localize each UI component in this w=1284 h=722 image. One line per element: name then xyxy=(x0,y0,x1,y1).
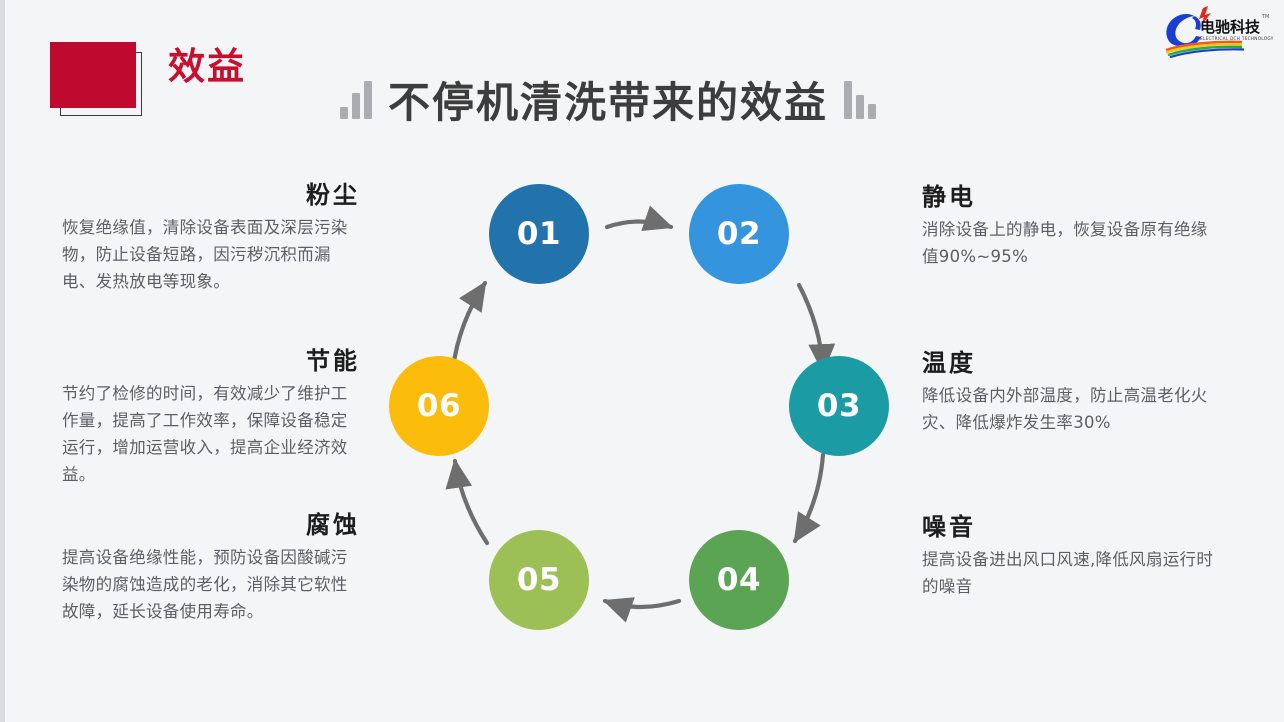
arrow-02-to-03 xyxy=(796,282,836,374)
block-corrosion-title: 腐蚀 xyxy=(306,511,360,539)
svg-text:ELECTRICAL DCH TECHNOLOGY: ELECTRICAL DCH TECHNOLOGY xyxy=(1200,36,1274,41)
block-corrosion-body: 提高设备绝缘性能，预防设备因酸碱污染物的腐蚀造成的老化，消除其它软性故障，延长设… xyxy=(62,548,348,621)
cycle-node-01-label: 01 xyxy=(516,216,562,252)
block-energy-title: 节能 xyxy=(306,347,360,375)
company-logo: 电驰科技 ELECTRICAL DCH TECHNOLOGY TM xyxy=(1156,4,1276,59)
block-static: 静电 消除设备上的静电，恢复设备原有绝缘值90%~95% xyxy=(922,184,1220,271)
eyebrow-badge: 效益 xyxy=(46,38,276,116)
block-energy: 节能 节约了检修的时间，有效减少了维护工作量，提高了工作效率，保障设备稳定运行，… xyxy=(62,348,360,488)
cycle-node-03-label: 03 xyxy=(816,388,862,424)
filled-square-decoration xyxy=(50,42,136,108)
cycle-node-01[interactable]: 01 xyxy=(489,184,589,284)
bar-chart-decor-left-icon xyxy=(340,79,372,119)
page-title: 不停机清洗带来的效益 xyxy=(340,66,877,132)
page-title-text: 不停机清洗带来的效益 xyxy=(388,77,829,127)
cycle-diagram: 01 02 03 04 05 06 xyxy=(383,163,903,663)
cycle-node-05[interactable]: 05 xyxy=(489,530,589,630)
cycle-node-04[interactable]: 04 xyxy=(689,530,789,630)
eyebrow-label: 效益 xyxy=(168,45,246,88)
block-dust-body: 恢复绝缘值，清除设备表面及深层污染物，防止设备短路，因污秽沉积而漏电、发热放电等… xyxy=(62,218,348,291)
arrow-03-to-04 xyxy=(792,452,826,544)
arrow-05-to-06 xyxy=(445,458,490,546)
arrow-06-to-01 xyxy=(450,280,488,371)
block-dust-title: 粉尘 xyxy=(306,181,360,209)
cycle-node-06-label: 06 xyxy=(416,388,462,424)
block-noise-body: 提高设备进出风口风速,降低风扇运行时的噪音 xyxy=(922,550,1214,597)
arrow-04-to-05 xyxy=(602,597,682,623)
block-noise: 噪音 提高设备进出风口风速,降低风扇运行时的噪音 xyxy=(922,514,1220,601)
block-temperature-body: 降低设备内外部温度，防止高温老化火灾、降低爆炸发生率30% xyxy=(922,386,1208,433)
block-noise-title: 噪音 xyxy=(922,513,976,541)
cycle-node-06[interactable]: 06 xyxy=(389,356,489,456)
svg-text:TM: TM xyxy=(1261,14,1269,20)
block-static-body: 消除设备上的静电，恢复设备原有绝缘值90%~95% xyxy=(922,220,1208,267)
logo-mark-icon: 电驰科技 ELECTRICAL DCH TECHNOLOGY TM xyxy=(1165,6,1274,59)
cycle-node-04-label: 04 xyxy=(716,562,762,598)
block-corrosion: 腐蚀 提高设备绝缘性能，预防设备因酸碱污染物的腐蚀造成的老化，消除其它软性故障，… xyxy=(62,512,360,626)
svg-text:电驰科技: 电驰科技 xyxy=(1200,18,1261,36)
cycle-node-02-label: 02 xyxy=(716,216,762,252)
cycle-node-05-label: 05 xyxy=(516,562,562,598)
block-temperature-title: 温度 xyxy=(922,349,976,377)
arrow-01-to-02 xyxy=(604,205,674,231)
cycle-node-02[interactable]: 02 xyxy=(689,184,789,284)
cycle-node-03[interactable]: 03 xyxy=(789,356,889,456)
bar-chart-decor-right-icon xyxy=(844,79,877,119)
block-temperature: 温度 降低设备内外部温度，防止高温老化火灾、降低爆炸发生率30% xyxy=(922,350,1220,437)
block-static-title: 静电 xyxy=(922,183,976,211)
block-dust: 粉尘 恢复绝缘值，清除设备表面及深层污染物，防止设备短路，因污秽沉积而漏电、发热… xyxy=(62,182,360,296)
block-energy-body: 节约了检修的时间，有效减少了维护工作量，提高了工作效率，保障设备稳定运行，增加运… xyxy=(62,384,348,484)
left-edge-strip xyxy=(0,0,5,722)
